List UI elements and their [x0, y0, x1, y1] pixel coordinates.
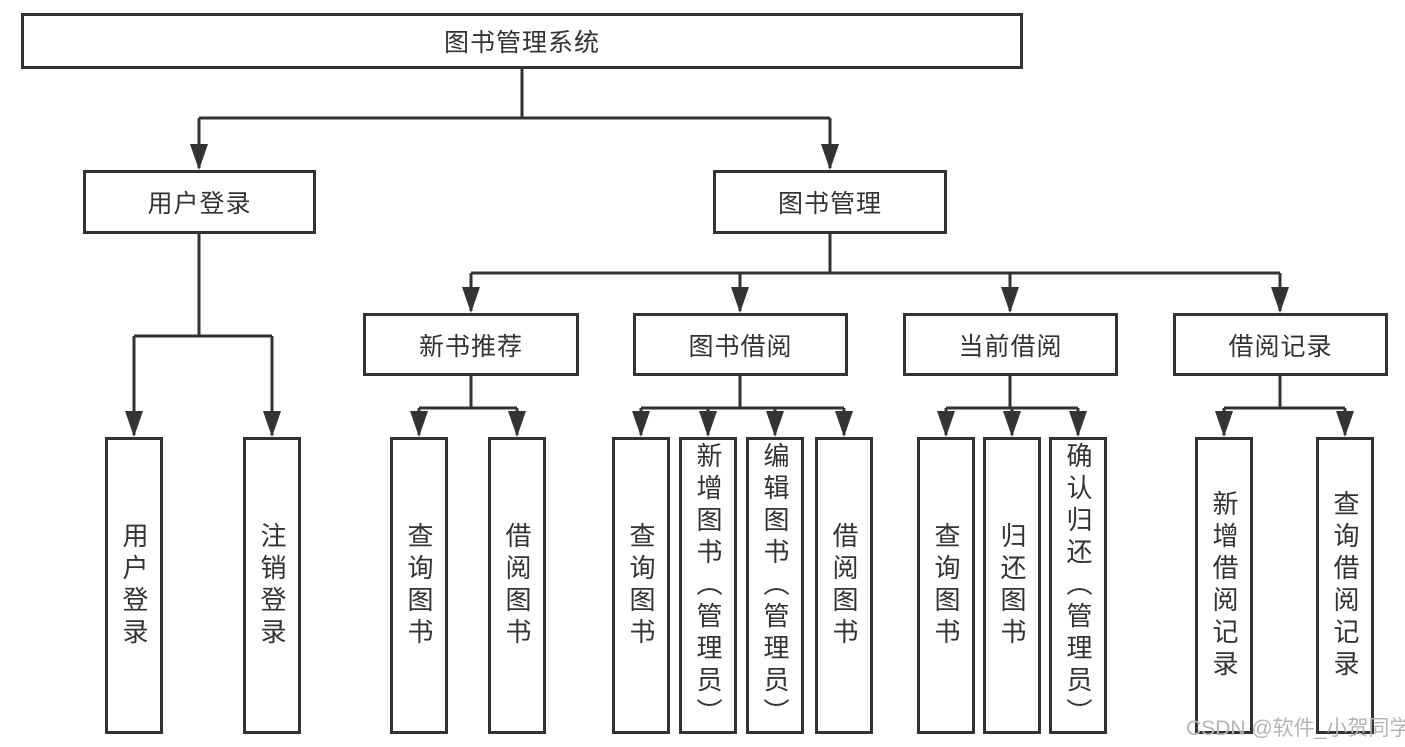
arrowhead-down-icon — [731, 287, 749, 313]
leaf-label: 查询图书 — [404, 521, 434, 650]
leaf-query-books-recommend: 查询图书 — [390, 437, 448, 734]
arrowhead-down-icon — [835, 411, 853, 437]
leaf-label: 借阅图书 — [502, 521, 532, 650]
node-label: 用户登录 — [147, 190, 252, 218]
leaf-add-books-admin: 新增图书（管理员） — [679, 437, 737, 734]
connector-book-borrow-to-leaves — [639, 376, 846, 435]
leaf-label: 用户登录 — [119, 521, 149, 650]
node-label: 当前借阅 — [958, 332, 1063, 361]
arrowhead-down-icon — [1001, 287, 1019, 313]
arrowhead-down-icon — [410, 411, 428, 437]
node-new-book-recommend: 新书推荐 — [363, 313, 579, 376]
leaf-label: 编辑图书（管理员） — [760, 441, 790, 730]
node-label: 新书推荐 — [418, 332, 523, 361]
node-book-management: 图书管理 — [713, 170, 947, 234]
leaf-add-borrow-record: 新增借阅记录 — [1195, 437, 1253, 734]
leaf-label: 借阅图书 — [829, 521, 859, 650]
arrowhead-down-icon — [190, 144, 208, 170]
leaf-return-books: 归还图书 — [983, 437, 1041, 734]
connector-user-login-to-leaves — [132, 234, 274, 435]
node-label: 图书管理系统 — [443, 29, 600, 57]
arrowhead-down-icon — [1271, 287, 1289, 313]
leaf-user-login: 用户登录 — [105, 437, 163, 734]
leaf-query-books-borrow: 查询图书 — [612, 437, 670, 734]
arrowhead-down-icon — [508, 411, 526, 437]
leaf-label: 确认归还（管理员） — [1063, 441, 1093, 730]
arrowhead-down-icon — [1003, 411, 1021, 437]
node-library-management-system: 图书管理系统 — [21, 13, 1023, 69]
connector-book-management-to-level3 — [469, 234, 1282, 311]
node-label: 图书管理 — [777, 190, 882, 218]
leaf-borrow-books: 借阅图书 — [815, 437, 873, 734]
arrowhead-down-icon — [632, 411, 650, 437]
arrowhead-down-icon — [937, 411, 955, 437]
connector-root-to-level2 — [197, 69, 832, 168]
leaf-label: 新增借阅记录 — [1209, 489, 1239, 682]
arrowhead-down-icon — [699, 411, 717, 437]
arrowhead-down-icon — [1336, 411, 1354, 437]
leaf-label: 新增图书（管理员） — [693, 441, 723, 730]
node-book-borrow: 图书借阅 — [633, 313, 848, 376]
arrowhead-down-icon — [263, 411, 281, 437]
connector-new-book-recommend-to-leaves — [417, 376, 519, 435]
arrowhead-down-icon — [125, 411, 143, 437]
leaf-borrow-books-recommend: 借阅图书 — [488, 437, 546, 734]
node-label: 图书借阅 — [688, 332, 793, 361]
node-label: 借阅记录 — [1228, 332, 1333, 361]
leaf-logout: 注销登录 — [243, 437, 301, 734]
csdn-watermark: CSDN @软件_小贺同学 — [1186, 717, 1405, 740]
arrowhead-down-icon — [462, 287, 480, 313]
arrowhead-down-icon — [1215, 411, 1233, 437]
leaf-query-borrow-record: 查询借阅记录 — [1316, 437, 1374, 734]
node-current-borrow: 当前借阅 — [903, 313, 1118, 376]
connector-borrow-records-to-leaves — [1222, 376, 1347, 435]
leaf-query-books-current: 查询图书 — [917, 437, 975, 734]
leaf-edit-books-admin: 编辑图书（管理员） — [746, 437, 804, 734]
leaf-label: 查询图书 — [931, 521, 961, 650]
arrowhead-down-icon — [1069, 411, 1087, 437]
arrowhead-down-icon — [766, 411, 784, 437]
node-user-login: 用户登录 — [83, 170, 316, 234]
leaf-label: 查询借阅记录 — [1330, 489, 1360, 682]
leaf-confirm-return-admin: 确认归还（管理员） — [1049, 437, 1107, 734]
node-borrow-records: 借阅记录 — [1173, 313, 1388, 376]
leaf-label: 注销登录 — [257, 521, 287, 650]
leaf-label: 归还图书 — [997, 521, 1027, 650]
leaf-label: 查询图书 — [626, 521, 656, 650]
arrowhead-down-icon — [821, 144, 839, 170]
